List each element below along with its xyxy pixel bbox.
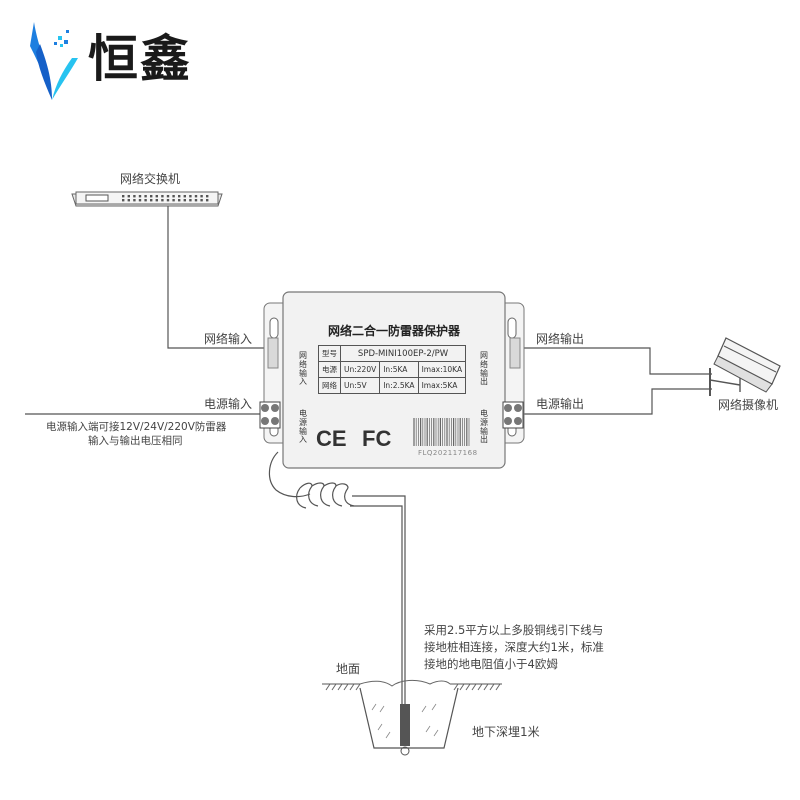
brand-logo-icon [30, 22, 78, 100]
brand-name: 恒鑫 [88, 30, 192, 88]
power-output-label: 电源输出 [536, 397, 585, 411]
device-spec-table: 型号 SPD-MINI100EP-2/PW 电源 Un:220V In:5KA … [318, 345, 467, 394]
power-input-label: 电源输入 [204, 397, 253, 411]
spec-power-key: 电源 [318, 361, 341, 378]
ce-mark: CE [316, 426, 347, 451]
device-serial: FLQ202117168 [418, 449, 478, 457]
ground-surface-label: 地面 [336, 662, 361, 676]
spec-network-key: 网络 [318, 377, 341, 394]
switch-label: 网络交换机 [120, 172, 181, 186]
camera-label: 网络摄像机 [718, 398, 779, 412]
device-side-left-network: 网络输入 [299, 351, 307, 387]
ground-note-line2: 接地桩相连接，深度大约1米，标准 [424, 640, 604, 654]
device-side-right-network: 网络输出 [480, 351, 488, 387]
spec-power-imax: Imax:10KA [417, 361, 467, 378]
spec-power-un: Un:220V [339, 361, 381, 378]
spec-network-in: In:2.5KA [379, 377, 419, 394]
power-input-note-line1: 电源输入端可接12V/24V/220V防雷器 [46, 421, 227, 433]
ground-depth-label: 地下深埋1米 [472, 725, 540, 739]
power-input-note-line2: 输入与输出电压相同 [88, 435, 183, 447]
network-switch-icon [71, 191, 223, 207]
wires [25, 206, 712, 705]
spec-model-value: SPD-MINI100EP-2/PW [339, 345, 467, 362]
fcc-mark: FC [362, 426, 392, 451]
network-camera-icon [709, 337, 781, 396]
spec-model-key: 型号 [318, 345, 341, 362]
device-side-left-power: 电源输入 [299, 409, 307, 445]
ground-note-line3: 接地的地电阻值小于4欧姆 [424, 657, 558, 671]
network-input-label: 网络输入 [204, 332, 253, 346]
ground-note-line1: 采用2.5平方以上多股铜线引下线与 [424, 623, 604, 637]
spec-network-un: Un:5V [339, 377, 381, 394]
ground-pit [322, 679, 502, 756]
network-output-label: 网络输出 [536, 332, 585, 346]
device-side-right-power: 电源输出 [480, 409, 488, 445]
spec-network-imax: Imax:5KA [417, 377, 467, 394]
device-title: 网络二合一防雷器保护器 [327, 324, 460, 338]
spec-power-in: In:5KA [379, 361, 419, 378]
